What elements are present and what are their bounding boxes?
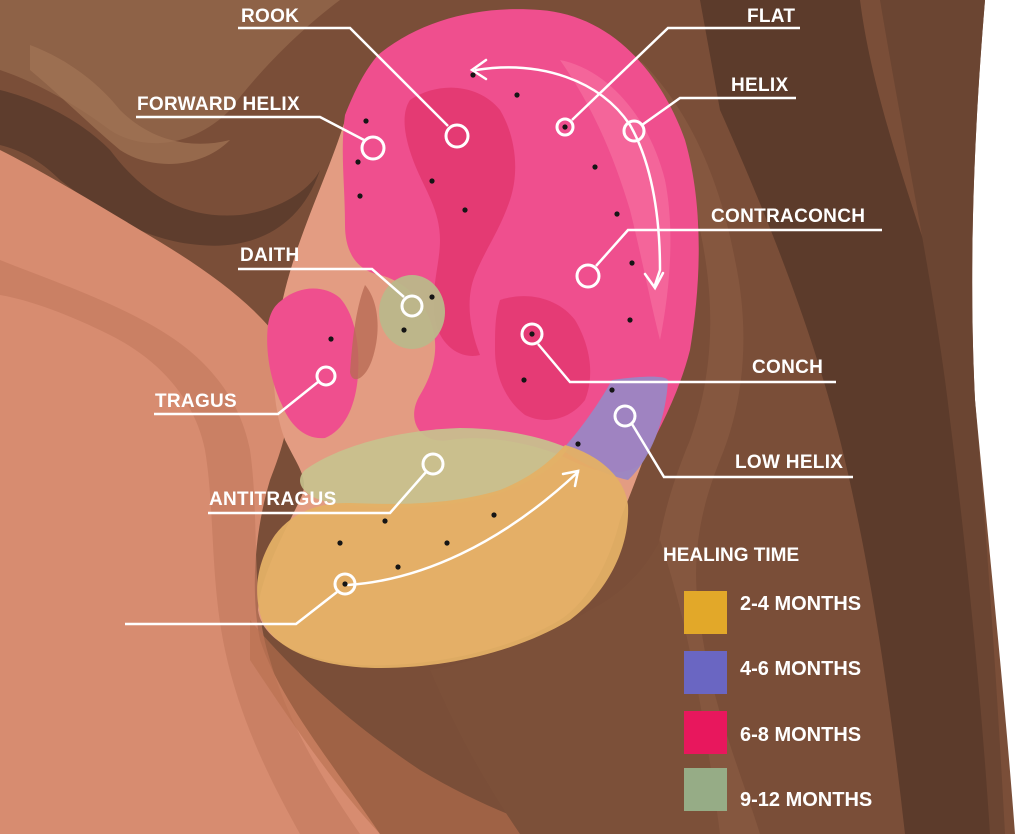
ear [257,9,699,668]
piercing-dot [470,72,476,78]
piercing-dot [529,331,535,337]
legend: HEALING TIME 2-4 MONTHS 4-6 MONTHS 6-8 M… [663,545,872,811]
label-antitragus: ANTITRAGUS [209,489,337,510]
conch-ring [520,322,544,346]
helix-arrow [474,66,662,287]
hair-strand [880,0,1005,834]
label-tragus: TRAGUS [155,391,237,412]
ear-canal [350,285,378,380]
piercing-dot [382,518,388,524]
callouts [125,26,882,626]
piercing-dot [337,540,343,546]
labels: ROOK FLAT FORWARD HELIX HELIX CONTRACONC… [137,6,865,510]
conch-leader [537,343,836,384]
region-daith [379,275,445,349]
tragus-leader [154,381,319,416]
legend-label-4-6: 4-6 MONTHS [740,658,861,680]
piercing-dot [401,327,407,333]
helix-arrow-head-top [469,58,488,81]
arrows [346,58,665,587]
lobe-arrow [346,470,580,587]
hair-strand [30,45,230,164]
hair-strand [700,0,990,834]
legend-swatch-4-6 [684,651,727,694]
forward-helix-ring [360,135,386,161]
low-helix-leader [630,423,853,479]
cartilage-fold [495,296,591,420]
forward-helix-leader [136,115,365,142]
rook-leader [238,26,449,127]
legend-label-6-8: 6-8 MONTHS [740,724,861,746]
region-tragus [267,288,359,439]
legend-label-2-4: 2-4 MONTHS [740,593,861,615]
lobe-leader [125,591,338,626]
daith-leader [238,267,405,298]
tragus-ring [315,365,337,387]
piercing-dots [328,72,635,587]
region-antitragus [300,428,568,508]
piercing-dot [429,178,435,184]
contraconch-leader [595,228,882,267]
antitragus-ring [421,452,445,476]
piercing-dot [592,164,598,170]
legend-swatch-9-12 [684,768,727,811]
piercing-dot [514,92,520,98]
label-contraconch: CONTRACONCH [711,206,865,227]
piercing-dot [562,124,568,130]
hair-strand [430,540,720,834]
antitragus-leader [208,471,427,515]
piercing-dot [614,211,620,217]
legend-swatch-6-8 [684,711,727,754]
region-low-helix [562,376,668,480]
piercing-dot [444,540,450,546]
piercing-dot [609,387,615,393]
label-rook: ROOK [241,6,299,27]
rook-ring [444,123,470,149]
low-helix-ring [613,404,637,428]
piercing-dot [355,159,361,165]
piercing-dot [357,193,363,199]
flat-leader [571,26,800,121]
piercing-dot [491,512,497,518]
helix-leader [641,96,796,127]
contraconch-ring [575,263,601,289]
skin-shadow [250,620,560,834]
helix-ring [622,119,646,143]
lobe-ring [333,572,357,596]
piercing-dot [363,118,369,124]
label-flat: FLAT [747,6,795,27]
daith-ring [400,294,424,318]
piercing-dot [342,581,348,587]
label-forward-helix: FORWARD HELIX [137,94,300,115]
piercing-dot [462,207,468,213]
region-lobe [257,445,629,668]
lobe-arrow-head [561,469,580,488]
helix-arrow-head-bottom [643,271,665,291]
legend-swatch-2-4 [684,591,727,634]
label-daith: DAITH [240,245,300,266]
piercing-dot [575,441,581,447]
label-conch: CONCH [752,357,823,378]
piercing-dot [395,564,401,570]
legend-label-9-12: 9-12 MONTHS [740,789,872,811]
cartilage-fold [404,87,516,356]
piercing-dot [429,294,435,300]
label-low-helix: LOW HELIX [735,452,843,473]
legend-title: HEALING TIME [663,545,799,566]
piercing-dot [629,260,635,266]
piercing-dot [521,377,527,383]
hair-strand [0,90,320,246]
flat-ring [555,117,575,137]
piercing-dot [328,336,334,342]
skin-shadow [0,260,360,834]
label-helix: HELIX [731,75,788,96]
piercing-dot [627,317,633,323]
